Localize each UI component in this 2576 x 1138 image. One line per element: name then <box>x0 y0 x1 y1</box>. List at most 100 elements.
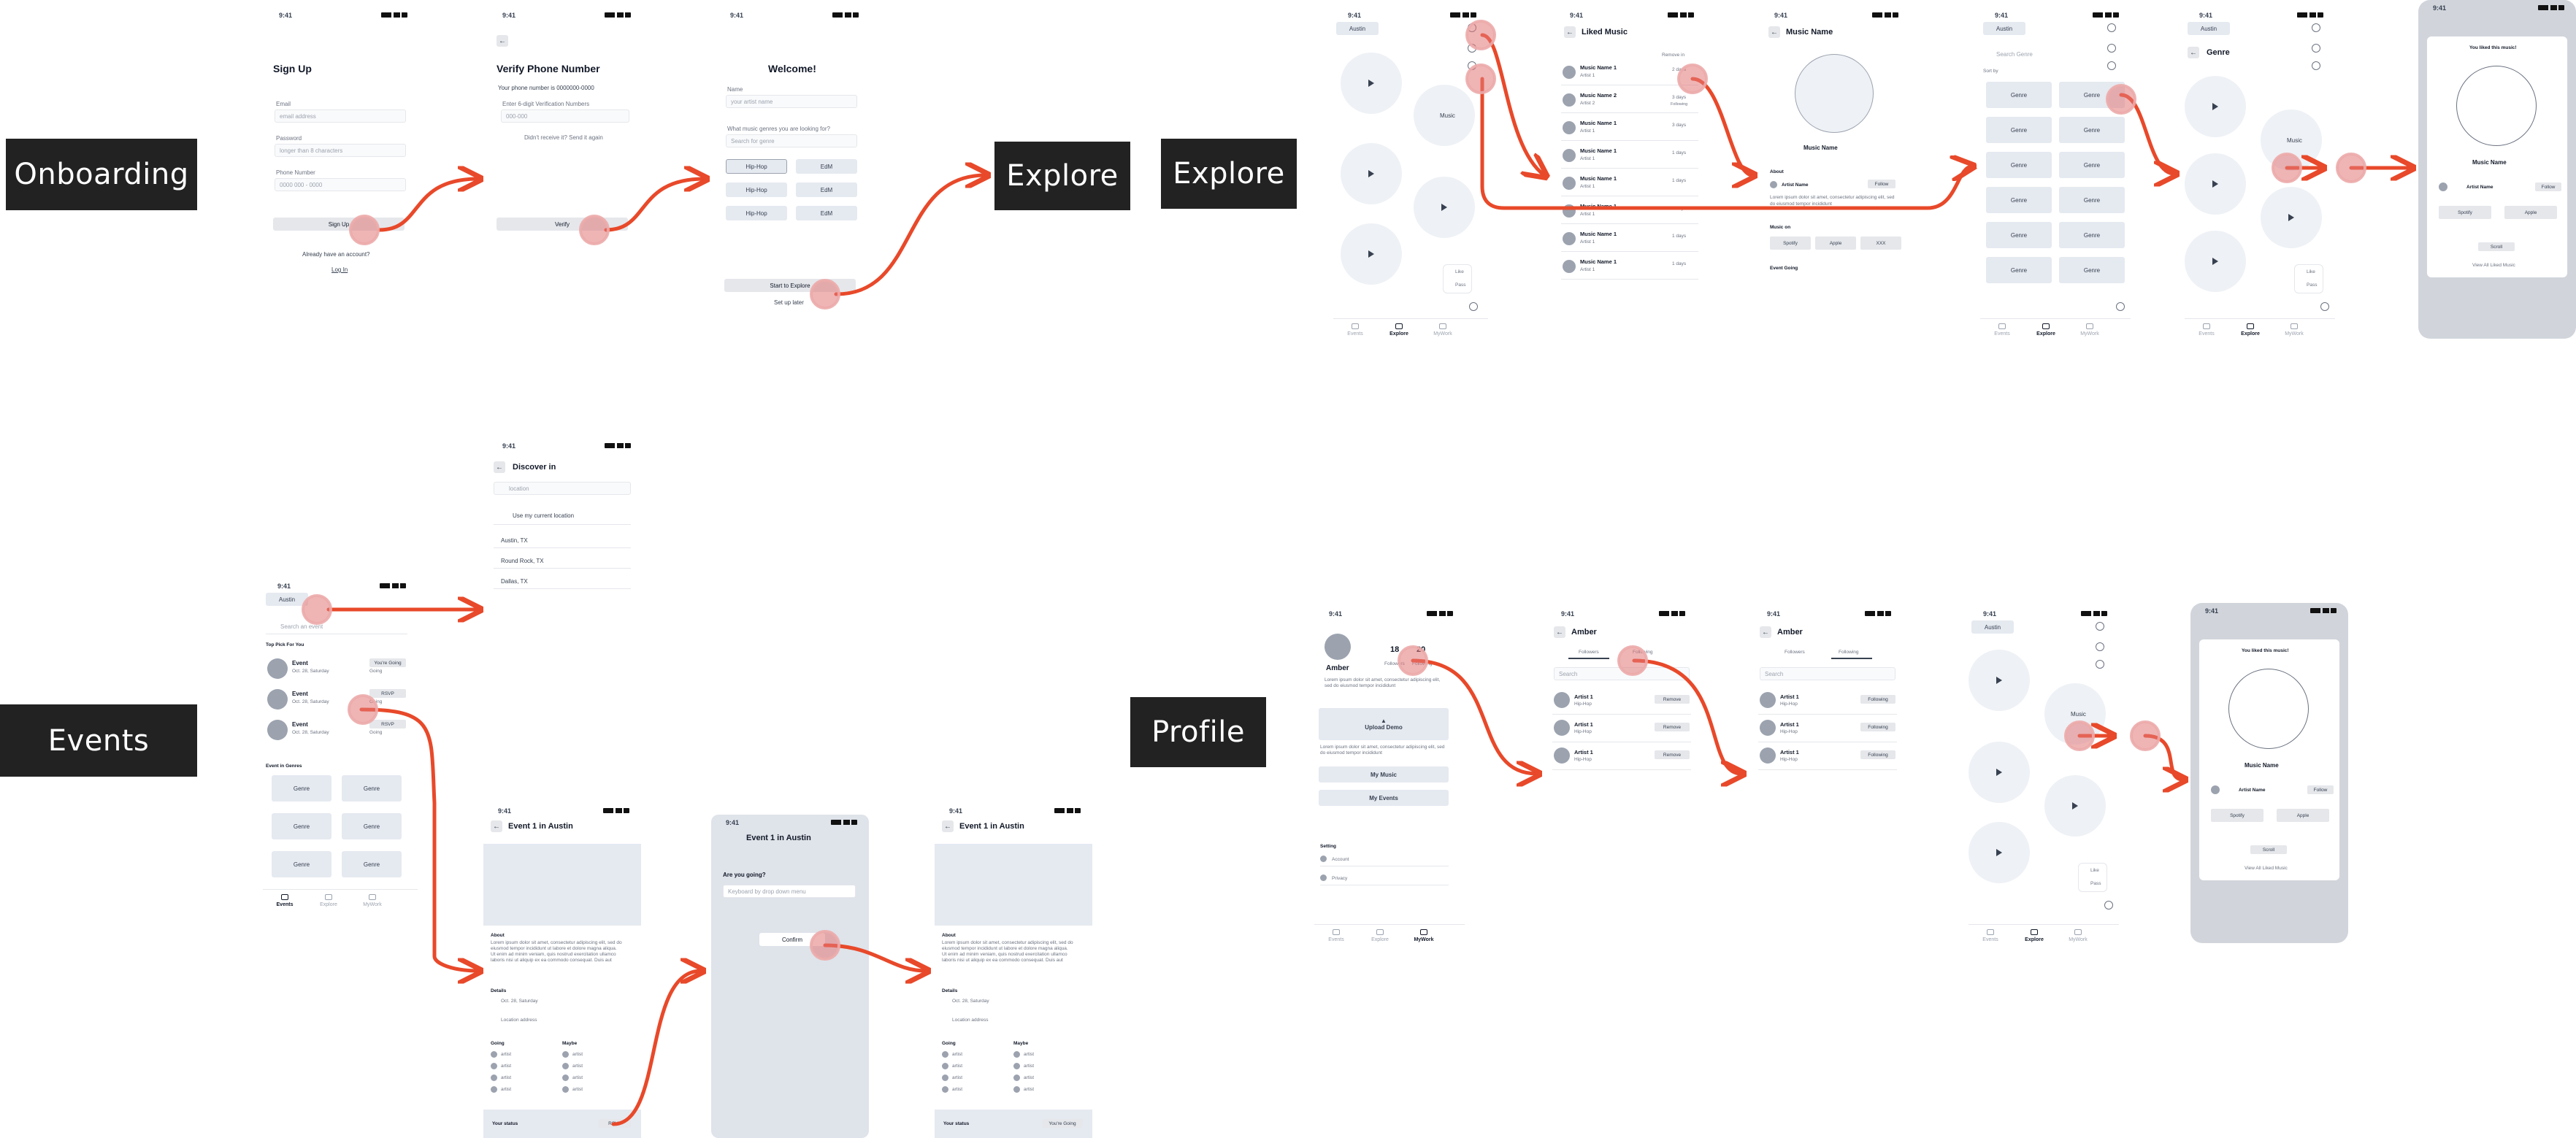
music-bubble[interactable] <box>1969 822 2030 883</box>
music-bubble[interactable] <box>1414 177 1475 238</box>
event-status-button[interactable]: RSVP <box>369 720 406 728</box>
attendee-name[interactable]: artist <box>572 1064 583 1069</box>
genre-tile[interactable]: Genre <box>1986 187 2052 213</box>
following-link[interactable]: Following <box>1412 661 1433 666</box>
view-all-link[interactable]: View All Liked Music <box>2245 866 2288 871</box>
following-button[interactable]: Following <box>1860 695 1895 704</box>
my-music-button[interactable]: My Music <box>1319 766 1449 783</box>
genre-tile[interactable]: Genre <box>272 851 331 877</box>
event-status-button[interactable]: RSVP <box>369 689 406 698</box>
scroll-button[interactable]: Scroll <box>2478 242 2515 251</box>
like-button[interactable]: Like <box>1455 269 1464 274</box>
music-bubble[interactable] <box>2185 231 2246 292</box>
location-button[interactable]: Austin <box>266 593 308 606</box>
spotify-button[interactable]: Spotify <box>1770 237 1811 250</box>
genre-tile[interactable]: Genre <box>1986 257 2052 283</box>
back-button[interactable]: ← <box>1760 626 1771 638</box>
back-button[interactable]: ← <box>2188 47 2199 58</box>
tab-explore[interactable]: Explore <box>2024 323 2068 337</box>
like-button[interactable]: Like <box>2090 868 2099 873</box>
music-bubble[interactable] <box>1969 742 2030 803</box>
name-field[interactable]: your artist name <box>726 95 857 108</box>
genre-chip[interactable]: EdM <box>796 159 857 174</box>
music-name[interactable]: Music Name 2 <box>1580 92 1617 99</box>
search-input[interactable]: Search <box>1554 667 1690 680</box>
back-button[interactable]: ← <box>1564 26 1576 38</box>
music-bubble[interactable] <box>2185 76 2246 137</box>
event-title[interactable]: Event <box>292 721 308 728</box>
artist-name[interactable]: Artist 1 <box>1780 749 1799 756</box>
music-bubble[interactable] <box>2044 775 2106 837</box>
tab-mywork[interactable]: MyWork <box>350 894 394 907</box>
back-button[interactable]: ← <box>491 820 502 832</box>
heart-icon[interactable] <box>1468 23 1476 32</box>
music-name[interactable]: Music Name 1 <box>1580 203 1617 209</box>
music-bubble[interactable]: Music <box>1414 85 1475 146</box>
spotify-button[interactable]: Spotify <box>2211 809 2263 822</box>
following-button[interactable]: Following <box>1860 750 1895 759</box>
music-bubble[interactable] <box>2185 153 2246 215</box>
music-name[interactable]: Music Name 1 <box>1580 175 1617 182</box>
resend-link[interactable]: Didn't receive it? Send it again <box>524 134 603 141</box>
back-button[interactable]: ← <box>1768 26 1780 38</box>
info-icon[interactable] <box>2320 302 2329 311</box>
tab-mywork[interactable]: MyWork <box>2272 323 2316 337</box>
genre-tile[interactable]: Genre <box>272 813 331 839</box>
start-explore-button[interactable]: Start to Explore <box>724 279 856 292</box>
attendee-name[interactable]: artist <box>1024 1052 1035 1057</box>
verify-button[interactable]: Verify <box>497 218 628 231</box>
filter-icon[interactable] <box>2096 642 2104 651</box>
back-button[interactable]: ← <box>494 461 505 473</box>
location-button[interactable]: Austin <box>1336 22 1379 35</box>
pass-button[interactable]: Pass <box>2090 881 2101 886</box>
globe-icon[interactable] <box>2312 61 2320 70</box>
rsvp-select[interactable]: Keyboard by drop down menu <box>723 885 856 898</box>
music-bubble[interactable] <box>1341 143 1402 204</box>
current-location-option[interactable]: Use my current location <box>513 512 575 519</box>
tab-events[interactable]: Events <box>1969 929 2012 942</box>
list-item[interactable] <box>494 524 631 525</box>
remove-button[interactable]: Remove <box>1655 750 1690 759</box>
genre-tile[interactable]: Genre <box>342 775 402 801</box>
attendee-name[interactable]: artist <box>572 1075 583 1080</box>
tab-explore[interactable]: Explore <box>307 894 350 907</box>
music-bubble[interactable] <box>1341 53 1402 114</box>
followers-link[interactable]: Followers <box>1384 661 1405 666</box>
tab-events[interactable]: Events <box>263 894 307 907</box>
info-icon[interactable] <box>2116 302 2125 311</box>
genre-chip[interactable]: EdM <box>796 206 857 220</box>
spotify-button[interactable]: Spotify <box>2439 206 2491 219</box>
phone-field[interactable]: 0000 000 - 0000 <box>275 178 406 191</box>
attendee-name[interactable]: artist <box>572 1052 583 1057</box>
follow-button[interactable]: Follow <box>2535 182 2561 191</box>
tab-followers[interactable]: Followers <box>1785 650 1805 655</box>
location-button[interactable]: Austin <box>1983 22 2025 35</box>
tab-mywork[interactable]: MyWork <box>2068 323 2112 337</box>
email-field[interactable]: email address <box>275 109 406 123</box>
attendee-name[interactable]: artist <box>1024 1087 1035 1092</box>
tab-events[interactable]: Events <box>1333 323 1377 337</box>
genre-tile[interactable]: Genre <box>1986 82 2052 108</box>
artist-name[interactable]: Artist 1 <box>1574 693 1593 700</box>
heart-icon[interactable] <box>2312 23 2320 32</box>
event-status-button[interactable]: You're Going <box>369 658 406 667</box>
genre-search-field[interactable]: Search for genre <box>726 134 857 147</box>
music-bubble[interactable] <box>1341 223 1402 285</box>
attendee-name[interactable]: artist <box>1024 1075 1035 1080</box>
filter-icon[interactable] <box>2107 44 2116 53</box>
apple-button[interactable]: Apple <box>1815 237 1856 250</box>
music-name[interactable]: Music Name 1 <box>1580 64 1617 71</box>
remove-button[interactable]: Remove <box>1655 695 1690 704</box>
rsvp-button[interactable]: RSVP <box>599 1119 631 1128</box>
genre-chip[interactable]: EdM <box>796 182 857 197</box>
event-search[interactable]: Search an event <box>280 623 323 630</box>
tab-events[interactable]: Events <box>1980 323 2024 337</box>
code-field[interactable]: 000-000 <box>501 109 629 123</box>
confirm-button[interactable]: Confirm <box>759 933 825 946</box>
attendee-name[interactable]: artist <box>501 1064 512 1069</box>
tab-explore[interactable]: Explore <box>2012 929 2056 942</box>
genre-tile[interactable]: Genre <box>2059 187 2125 213</box>
music-bubble[interactable] <box>1969 650 2030 711</box>
going-status-badge[interactable]: You're Going <box>1043 1119 1082 1128</box>
artist-name[interactable]: Artist 1 <box>1574 721 1593 728</box>
